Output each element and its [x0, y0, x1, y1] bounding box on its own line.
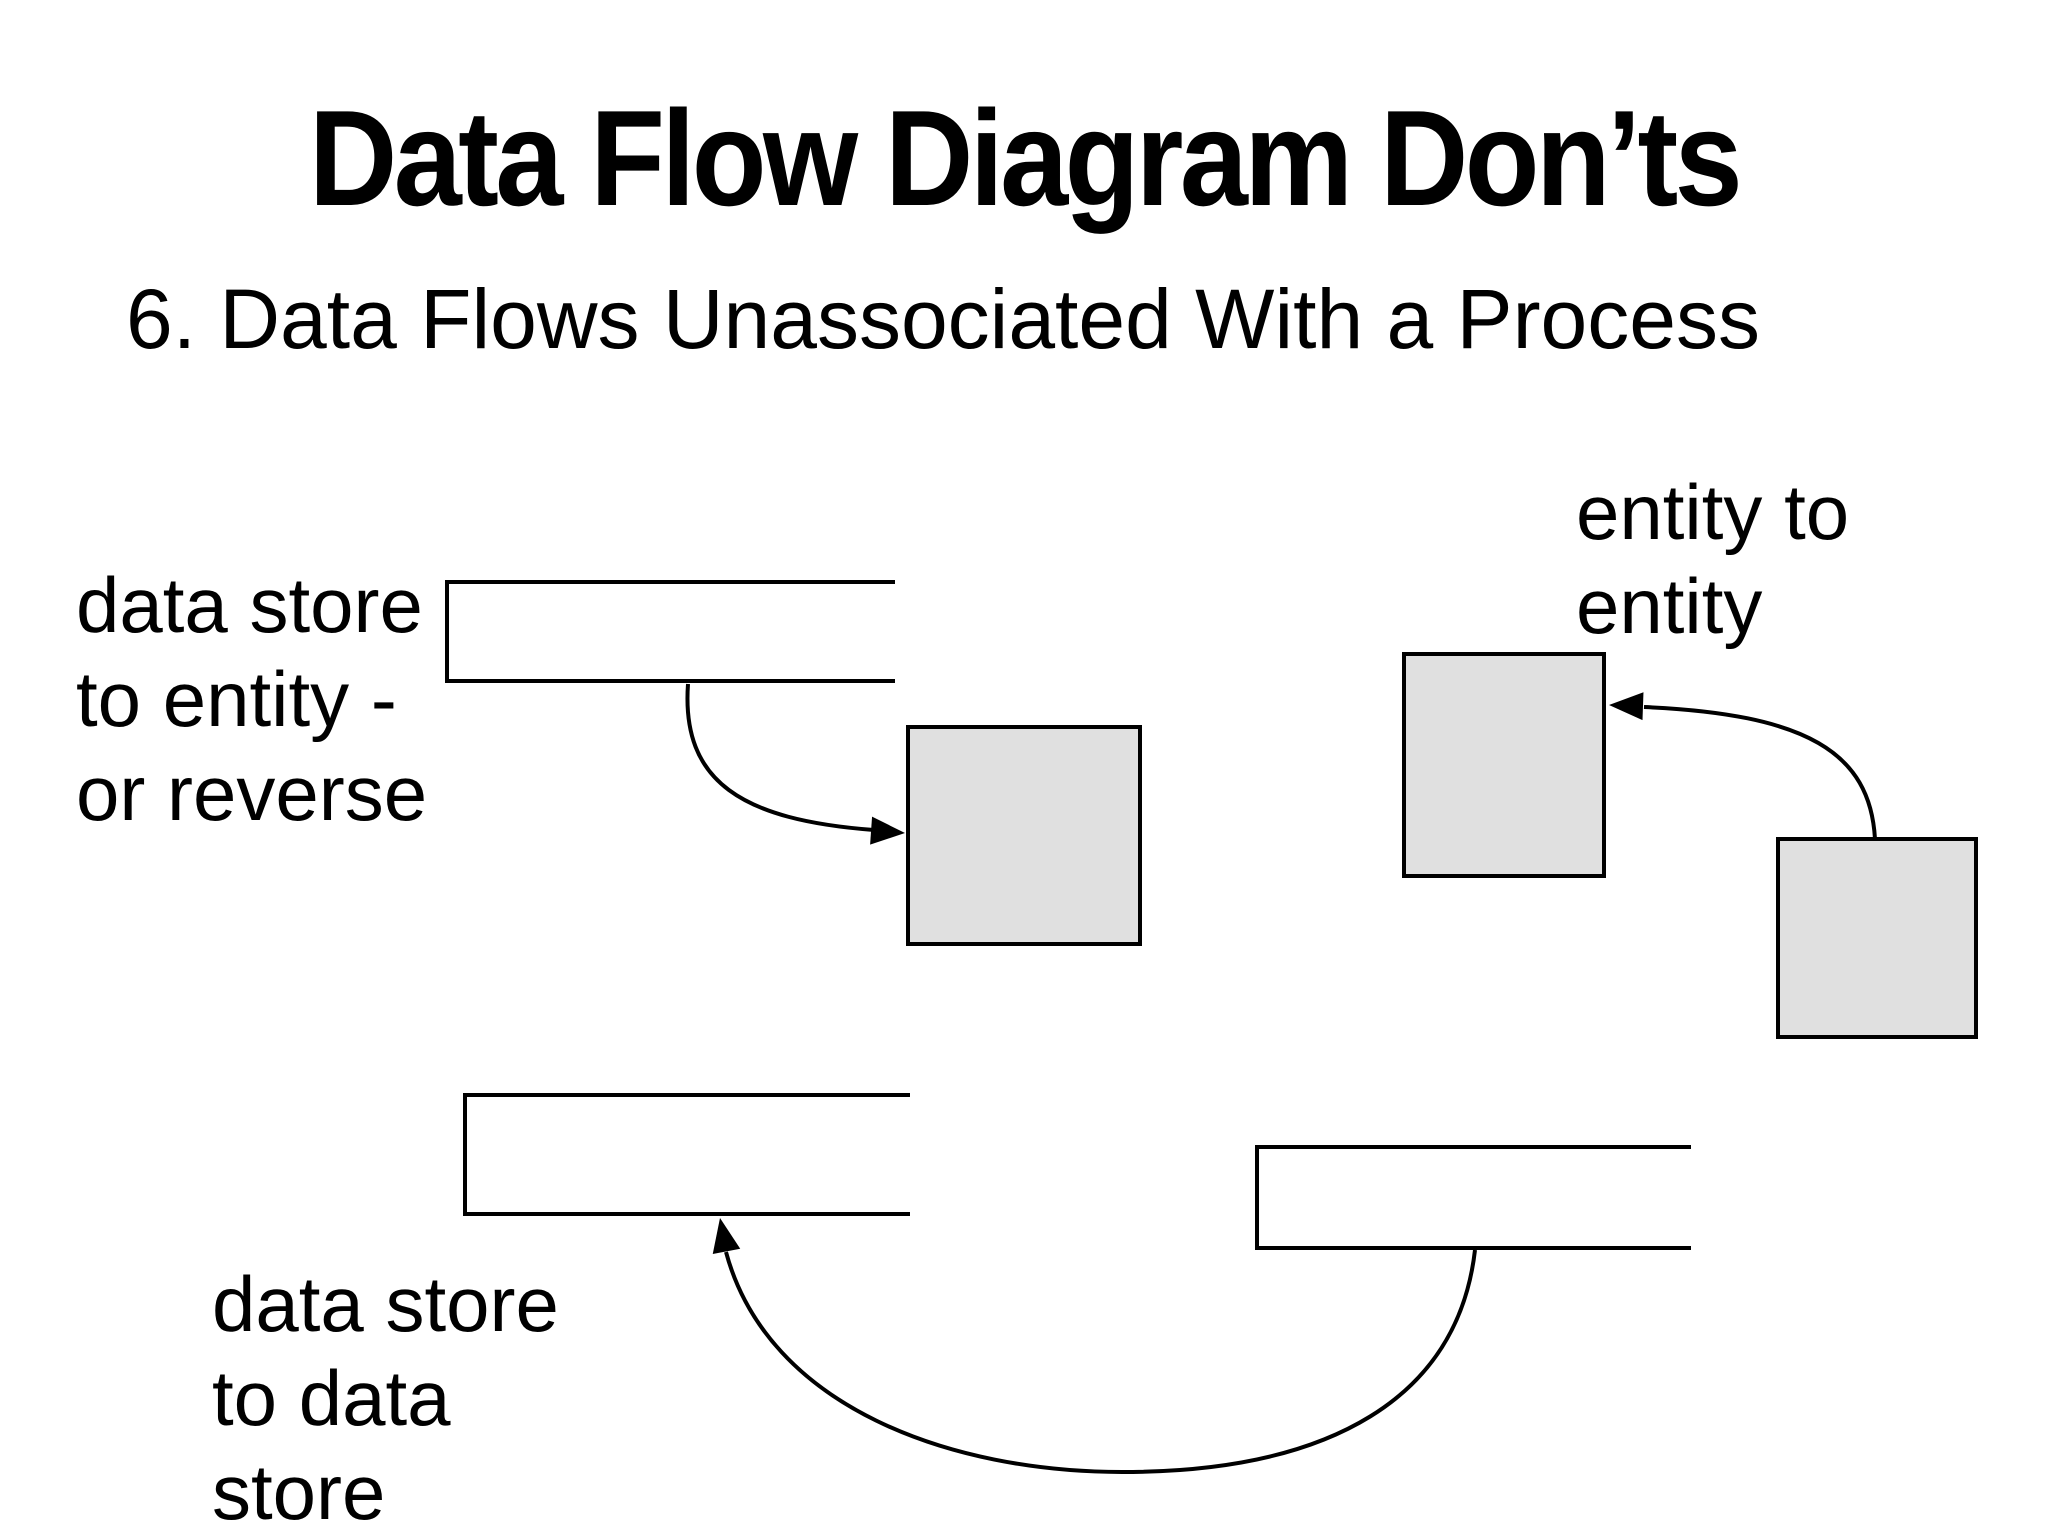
- slide-subtitle: 6. Data Flows Unassociated With a Proces…: [126, 272, 1760, 366]
- data-store-shape-bottom-left: [463, 1093, 910, 1216]
- label-line: data store: [76, 561, 423, 649]
- label-line: to data: [212, 1354, 451, 1442]
- arrowhead-store-to-entity: [870, 816, 905, 845]
- entity-shape-pair-left: [1402, 652, 1606, 878]
- arrowhead-entity-to-entity: [1609, 692, 1644, 721]
- entity-shape-top-diagram: [906, 725, 1142, 946]
- entity-shape-pair-right: [1776, 837, 1978, 1039]
- data-store-shape-top: [445, 580, 895, 683]
- data-store-shape-bottom-right: [1255, 1145, 1691, 1250]
- label-line: entity: [1576, 562, 1763, 650]
- label-line: data store: [212, 1260, 559, 1348]
- flow-arrow-store-to-store: [724, 1249, 1477, 1475]
- label-line: to entity -: [76, 655, 397, 743]
- arrowhead-store-to-store: [712, 1218, 741, 1255]
- slide-title: Data Flow Diagram Don’ts: [308, 82, 1743, 234]
- label-data-store-to-entity: data store to entity - or reverse: [76, 558, 427, 840]
- label-data-store-to-data-store: data store to data store: [212, 1257, 559, 1536]
- label-line: or reverse: [76, 749, 428, 837]
- flow-arrow-store-to-entity: [685, 683, 875, 832]
- label-line: store: [212, 1448, 386, 1536]
- flow-arrow-entity-to-entity: [1643, 705, 1877, 840]
- label-line: entity to: [1576, 468, 1850, 556]
- label-entity-to-entity: entity to entity: [1576, 465, 1849, 653]
